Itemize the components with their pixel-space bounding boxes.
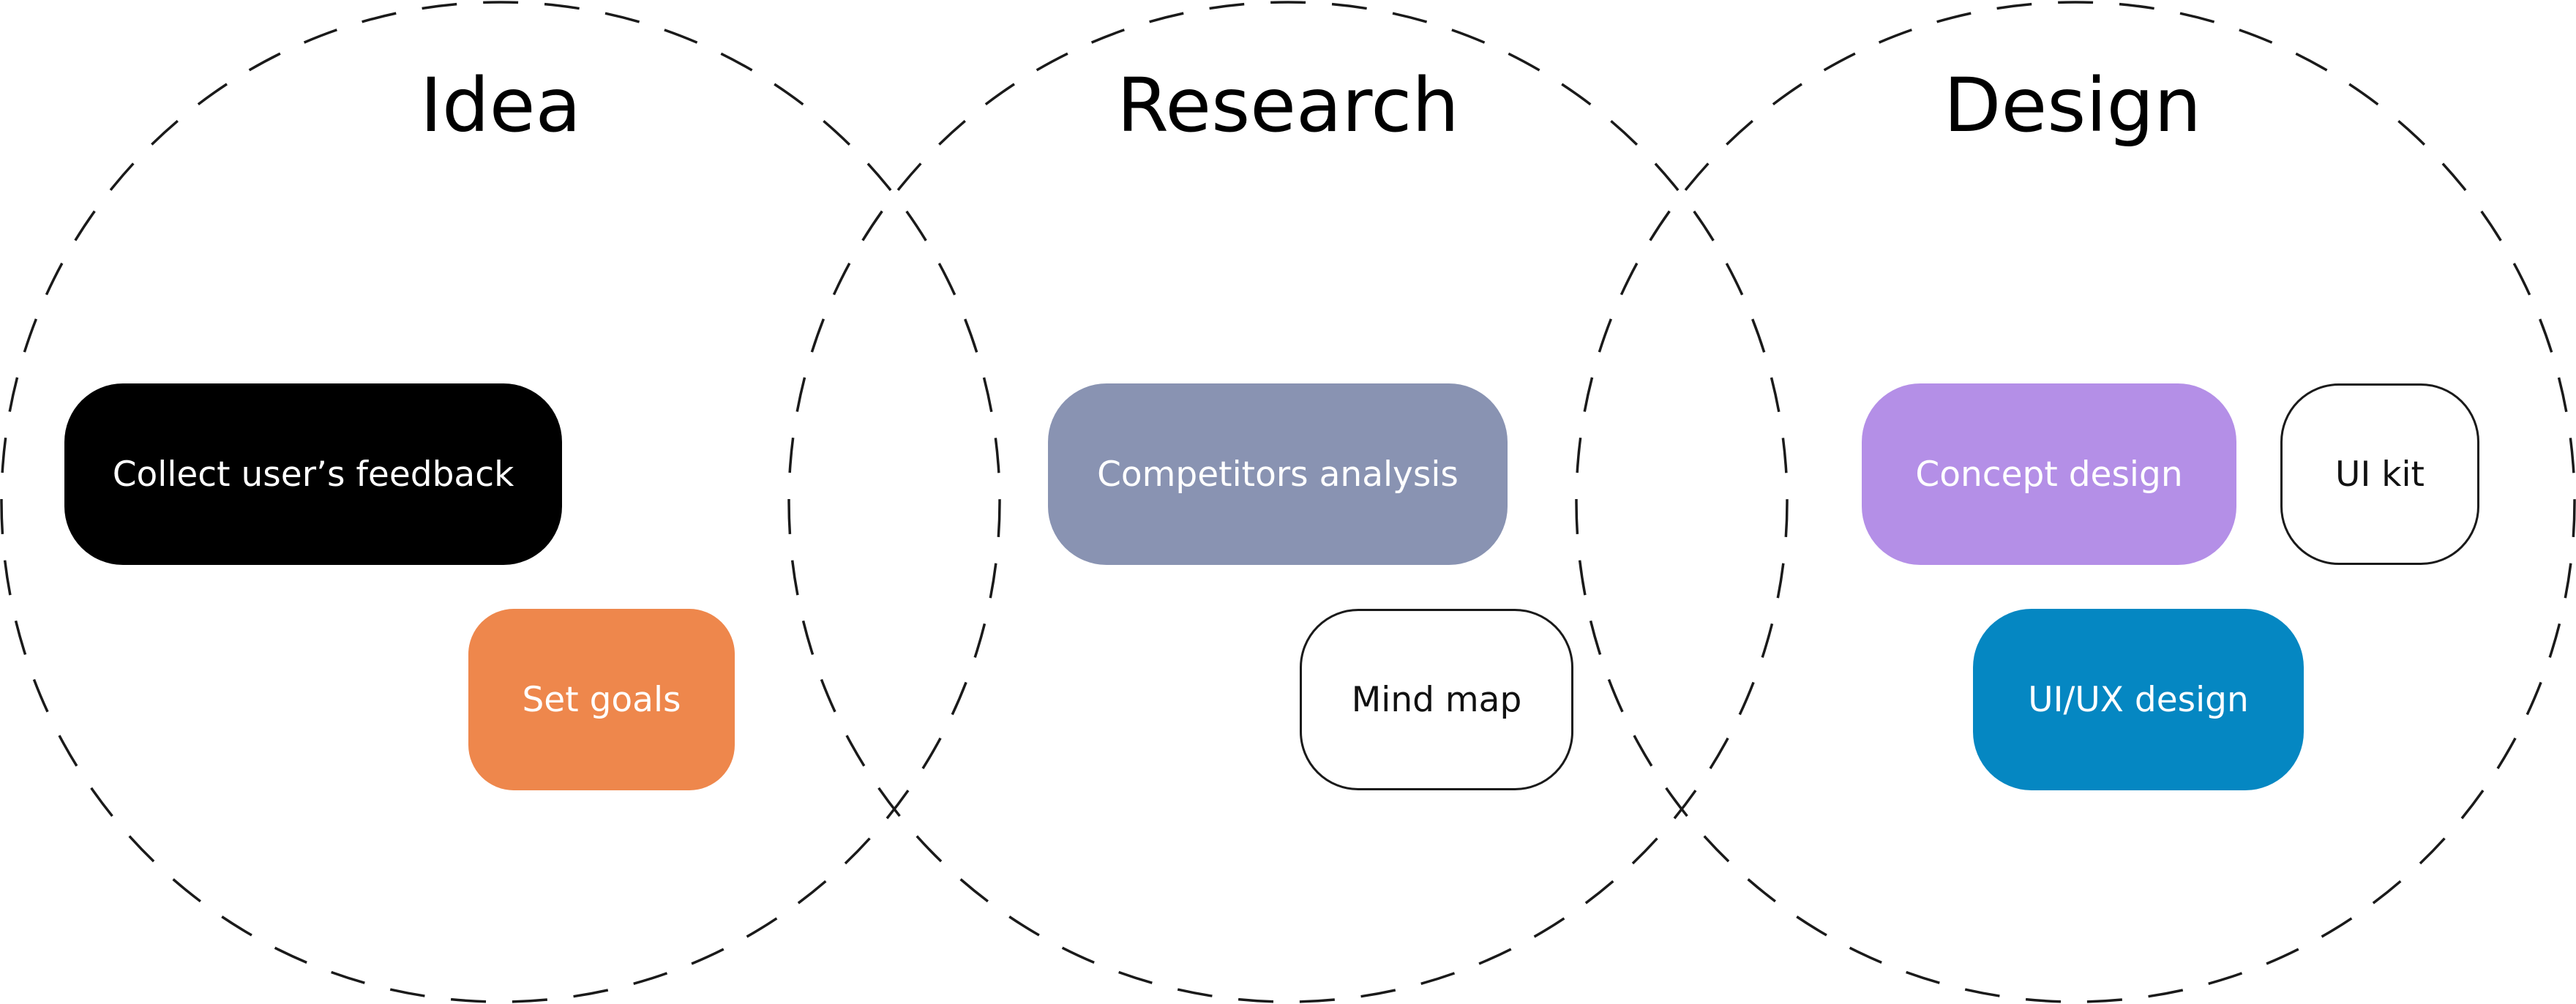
idea-circle bbox=[0, 1, 1001, 1003]
design-circle bbox=[1575, 1, 2576, 1003]
idea-heading: Idea bbox=[419, 62, 582, 149]
ui-kit-pill[interactable]: UI kit bbox=[2280, 383, 2479, 565]
design-heading: Design bbox=[1943, 62, 2202, 149]
collect-feedback-pill[interactable]: Collect user’s feedback bbox=[64, 383, 562, 565]
research-heading: Research bbox=[1117, 62, 1459, 149]
concept-design-pill[interactable]: Concept design bbox=[1862, 383, 2236, 565]
set-goals-pill[interactable]: Set goals bbox=[468, 609, 735, 790]
mind-map-pill[interactable]: Mind map bbox=[1300, 609, 1573, 790]
research-circle bbox=[787, 1, 1789, 1003]
ui-ux-design-pill[interactable]: UI/UX design bbox=[1973, 609, 2304, 790]
competitors-analysis-pill[interactable]: Competitors analysis bbox=[1048, 383, 1508, 565]
